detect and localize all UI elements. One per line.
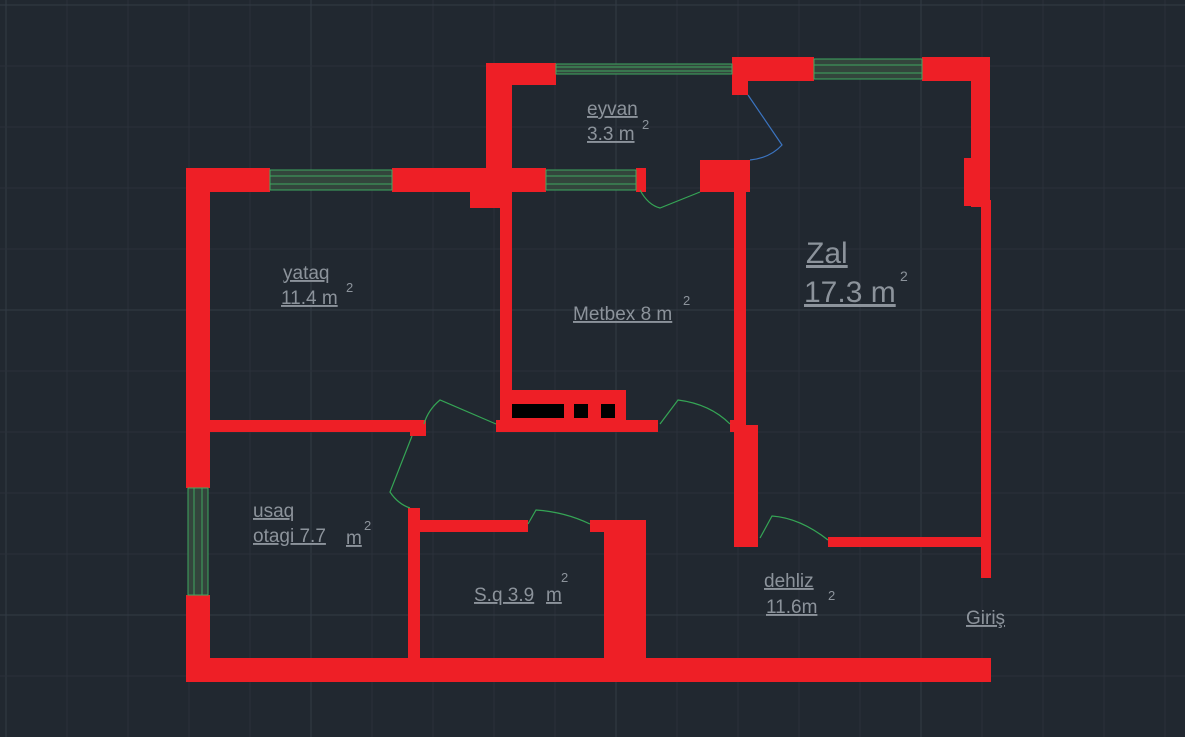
wall-eyvan-top [486, 63, 556, 85]
wall-kitchen-left [500, 185, 512, 432]
wall-yataq-usaq [186, 420, 412, 432]
sq-unit: m [546, 585, 562, 606]
window-usaq [187, 487, 209, 596]
eyvan-area-exp: 2 [642, 117, 649, 132]
window-metbex [545, 169, 637, 191]
kitchen-fixtures [512, 404, 615, 418]
metbex-area-exp: 2 [683, 293, 690, 308]
sq-area-exp: 2 [561, 570, 568, 585]
window-eyvan [555, 63, 733, 75]
walls [186, 57, 991, 682]
usaq-area: otagi 7.7 [253, 526, 326, 547]
yataq-area-exp: 2 [346, 280, 353, 295]
sq-name: S.q 3.9 [474, 585, 534, 606]
door-arc-eyvan[interactable] [747, 94, 783, 161]
wall-zal-top-stub [732, 57, 748, 95]
door-arc-sq [527, 509, 591, 525]
wall-top-yataq-mid [392, 168, 546, 192]
zal-area: 17.3 m [804, 276, 896, 309]
stove-icon [512, 404, 564, 418]
zal-name: Zal [806, 237, 848, 270]
wall-top-yataq-left [186, 168, 270, 192]
wall-right-bump [964, 158, 978, 206]
door-arc-metbex [639, 189, 701, 209]
wall-kitchen-top-right [636, 168, 646, 192]
door-arc-usaq [389, 435, 413, 509]
wall-dehliz-right [828, 537, 984, 547]
eyvan-area: 3.3 m [587, 124, 635, 145]
wall-sq-top [408, 520, 528, 532]
sink-icon [574, 404, 588, 418]
yataq-name: yataq [283, 263, 329, 284]
eyvan-name: eyvan [587, 99, 638, 120]
door-arc-dehliz [759, 515, 829, 541]
usaq-area-exp: 2 [364, 518, 371, 533]
wall-left-upper [186, 168, 210, 488]
window-zal [813, 58, 923, 80]
dehliz-area: 11.6m [766, 597, 817, 618]
wall-bottom [186, 658, 991, 682]
entrance-label: Giriş [966, 608, 1005, 629]
wall-usaq-right [408, 508, 420, 668]
door-arc-metbex-bottom [659, 399, 731, 425]
dehliz-name: dehliz [764, 571, 814, 592]
usaq-unit: m [346, 528, 362, 549]
wall-stub-1 [410, 420, 426, 436]
wall-kitchen-zal [734, 185, 746, 425]
doors [389, 94, 829, 541]
yataq-area: 11.4 m [281, 288, 338, 309]
wall-sq-right [604, 520, 646, 670]
wall-kitchen-bottom-b [730, 420, 746, 432]
window-yataq [269, 169, 393, 191]
room-labels: eyvan 3.3 m 2 Zal 17.3 m 2 yataq 11.4 m … [253, 99, 1005, 629]
windows [187, 58, 923, 596]
door-arc-yataq [423, 399, 497, 425]
counter-icon [601, 404, 615, 418]
wall-right-thin [981, 200, 991, 578]
usaq-name: usaq [253, 501, 294, 522]
wall-dehliz-zal [734, 425, 758, 547]
zal-area-exp: 2 [900, 268, 908, 284]
dehliz-area-exp: 2 [828, 588, 835, 603]
metbex-name: Metbex 8 m [573, 304, 672, 325]
